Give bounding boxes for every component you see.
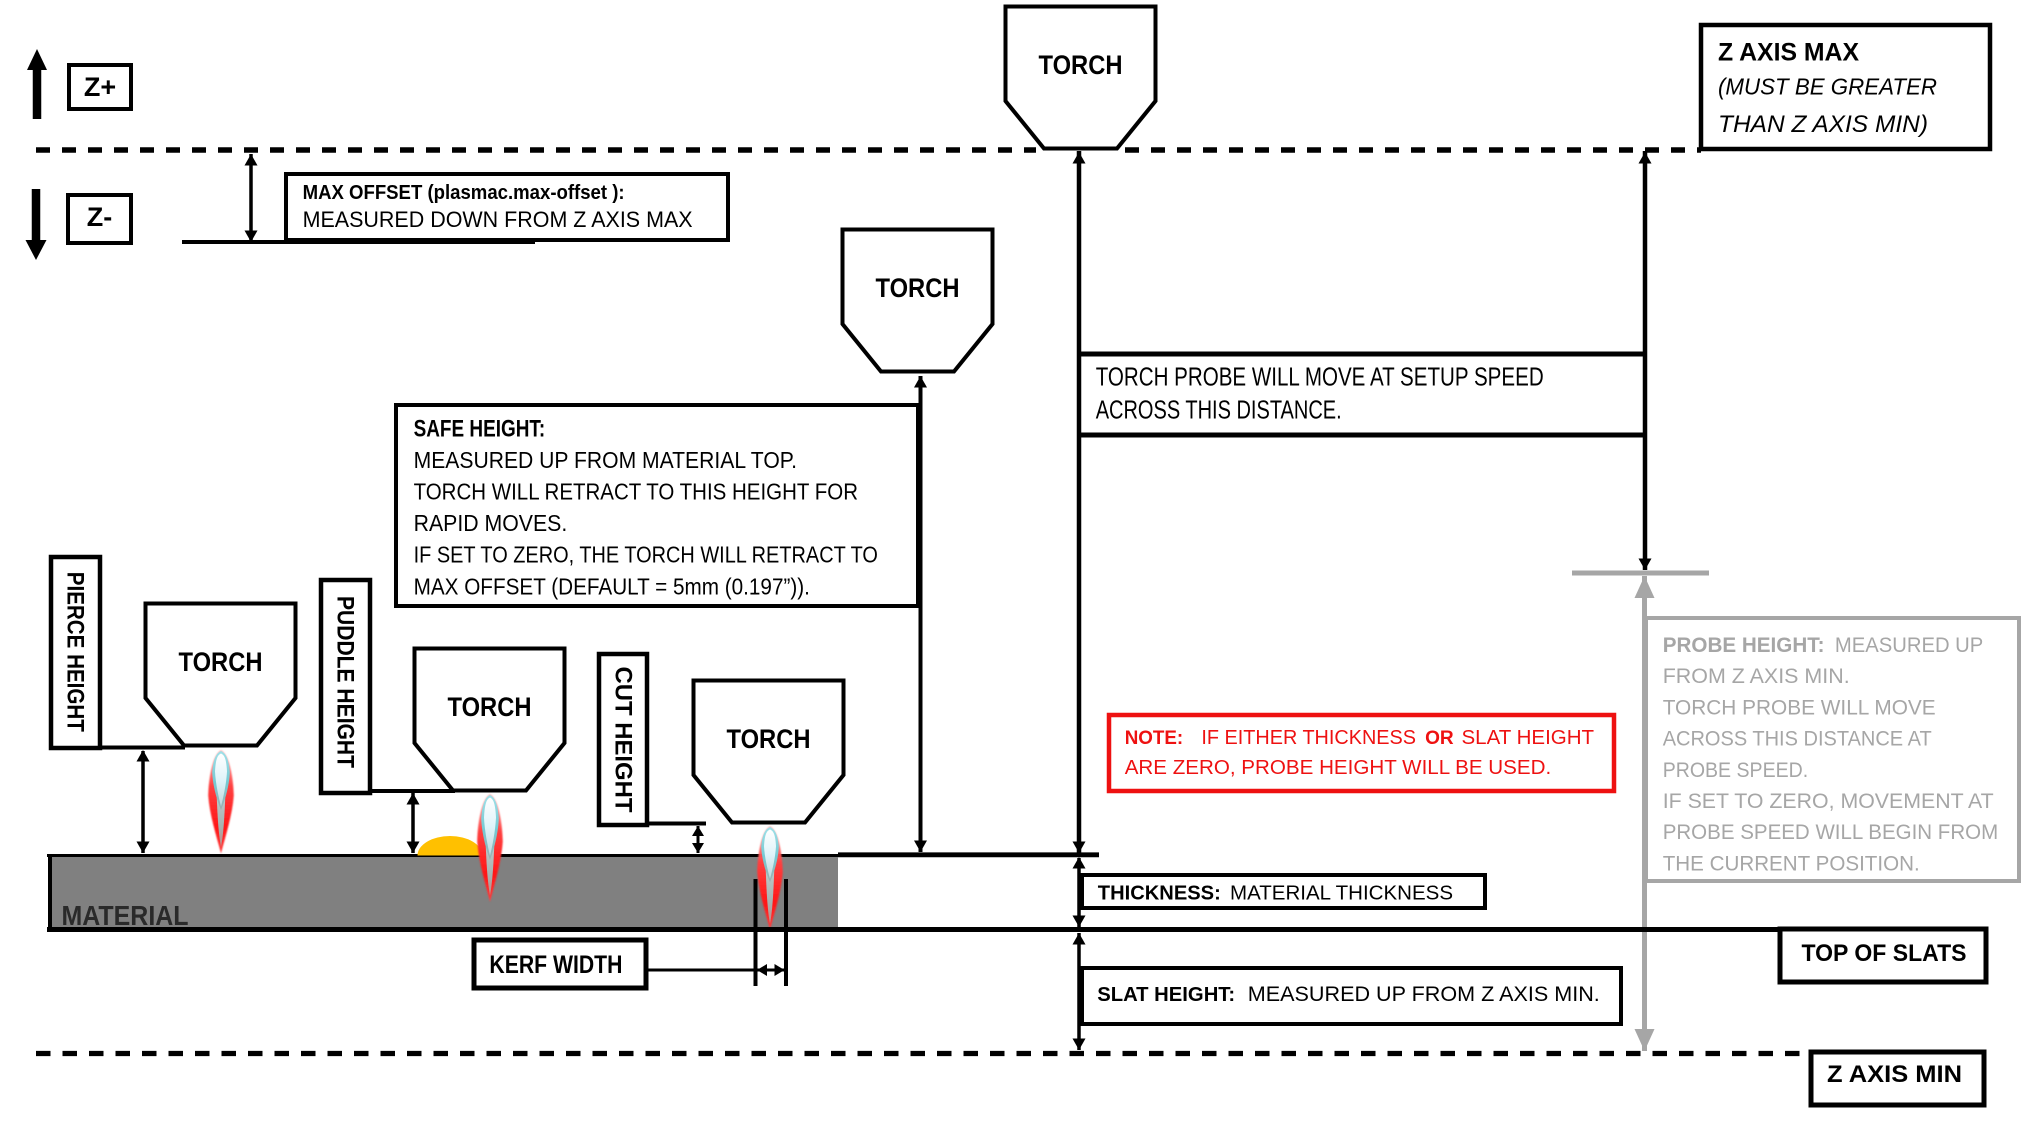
svg-text:MEASURED UP FROM Z AXIS MIN.: MEASURED UP FROM Z AXIS MIN. — [1248, 983, 1600, 1006]
svg-text:FROM Z AXIS MIN.: FROM Z AXIS MIN. — [1663, 664, 1850, 688]
svg-text:IF SET TO ZERO, THE TORCH WILL: IF SET TO ZERO, THE TORCH WILL RETRACT T… — [414, 542, 878, 568]
svg-text:PIERCE HEIGHT: PIERCE HEIGHT — [61, 572, 88, 732]
svg-text:TOP OF SLATS: TOP OF SLATS — [1802, 940, 1967, 967]
svg-text:TORCH: TORCH — [1039, 50, 1123, 80]
svg-text:TORCH PROBE WILL MOVE AT SETUP: TORCH PROBE WILL MOVE AT SETUP SPEED — [1096, 362, 1544, 392]
svg-text:NOTE:: NOTE: — [1125, 727, 1184, 749]
svg-text:ACROSS THIS DISTANCE AT: ACROSS THIS DISTANCE AT — [1663, 727, 1932, 751]
svg-text:PUDDLE HEIGHT: PUDDLE HEIGHT — [332, 596, 359, 768]
svg-text:KERF WIDTH: KERF WIDTH — [489, 951, 622, 979]
svg-text:PROBE SPEED WILL BEGIN FROM: PROBE SPEED WILL BEGIN FROM — [1663, 820, 1999, 844]
svg-text:OR: OR — [1425, 727, 1454, 749]
svg-text:ACROSS THIS DISTANCE.: ACROSS THIS DISTANCE. — [1096, 394, 1342, 424]
svg-text:Z AXIS MAX: Z AXIS MAX — [1718, 39, 1859, 67]
svg-text:TORCH: TORCH — [876, 273, 960, 303]
svg-text:ARE ZERO, PROBE HEIGHT WILL BE: ARE ZERO, PROBE HEIGHT WILL BE USED. — [1125, 756, 1552, 779]
svg-text:TORCH WILL RETRACT TO THIS HEI: TORCH WILL RETRACT TO THIS HEIGHT FOR — [414, 479, 858, 505]
svg-text:MEASURED UP FROM MATERIAL TOP.: MEASURED UP FROM MATERIAL TOP. — [414, 447, 797, 473]
svg-text:IF EITHER THICKNESS: IF EITHER THICKNESS — [1201, 727, 1416, 749]
svg-text:THAN Z AXIS MIN): THAN Z AXIS MIN) — [1718, 111, 1928, 138]
svg-text:MATERIAL THICKNESS: MATERIAL THICKNESS — [1230, 882, 1453, 905]
svg-text:MAX OFFSET (plasmac.max-offset: MAX OFFSET (plasmac.max-offset ): — [303, 181, 625, 204]
svg-text:MAX OFFSET (DEFAULT = 5mm (0.1: MAX OFFSET (DEFAULT = 5mm (0.197”)). — [414, 573, 810, 599]
svg-text:THICKNESS:: THICKNESS: — [1098, 882, 1221, 905]
svg-text:TORCH: TORCH — [448, 692, 532, 722]
svg-text:MEASURED DOWN FROM Z AXIS MAX: MEASURED DOWN FROM Z AXIS MAX — [303, 207, 693, 232]
svg-text:CUT HEIGHT: CUT HEIGHT — [610, 667, 637, 813]
svg-text:IF SET TO ZERO, MOVEMENT AT: IF SET TO ZERO, MOVEMENT AT — [1663, 789, 1994, 813]
svg-text:TORCH: TORCH — [179, 647, 263, 677]
svg-text:TORCH: TORCH — [727, 724, 811, 754]
svg-text:(MUST BE GREATER: (MUST BE GREATER — [1718, 74, 1937, 100]
svg-text:Z+: Z+ — [84, 72, 116, 102]
svg-text:THE CURRENT POSITION.: THE CURRENT POSITION. — [1663, 851, 1920, 875]
svg-text:TORCH PROBE WILL MOVE: TORCH PROBE WILL MOVE — [1663, 695, 1936, 719]
svg-text:SLAT HEIGHT:: SLAT HEIGHT: — [1097, 983, 1235, 1006]
svg-text:MATERIAL: MATERIAL — [62, 900, 189, 931]
svg-text:MEASURED UP: MEASURED UP — [1835, 633, 1983, 657]
svg-text:SAFE HEIGHT:: SAFE HEIGHT: — [414, 415, 546, 442]
svg-text:RAPID MOVES.: RAPID MOVES. — [414, 510, 568, 536]
svg-text:Z AXIS MIN: Z AXIS MIN — [1827, 1061, 1962, 1088]
svg-text:PROBE HEIGHT:: PROBE HEIGHT: — [1663, 633, 1825, 657]
svg-text:PROBE SPEED.: PROBE SPEED. — [1663, 758, 1809, 782]
svg-text:SLAT HEIGHT: SLAT HEIGHT — [1462, 727, 1595, 749]
svg-text:Z-: Z- — [87, 202, 112, 232]
